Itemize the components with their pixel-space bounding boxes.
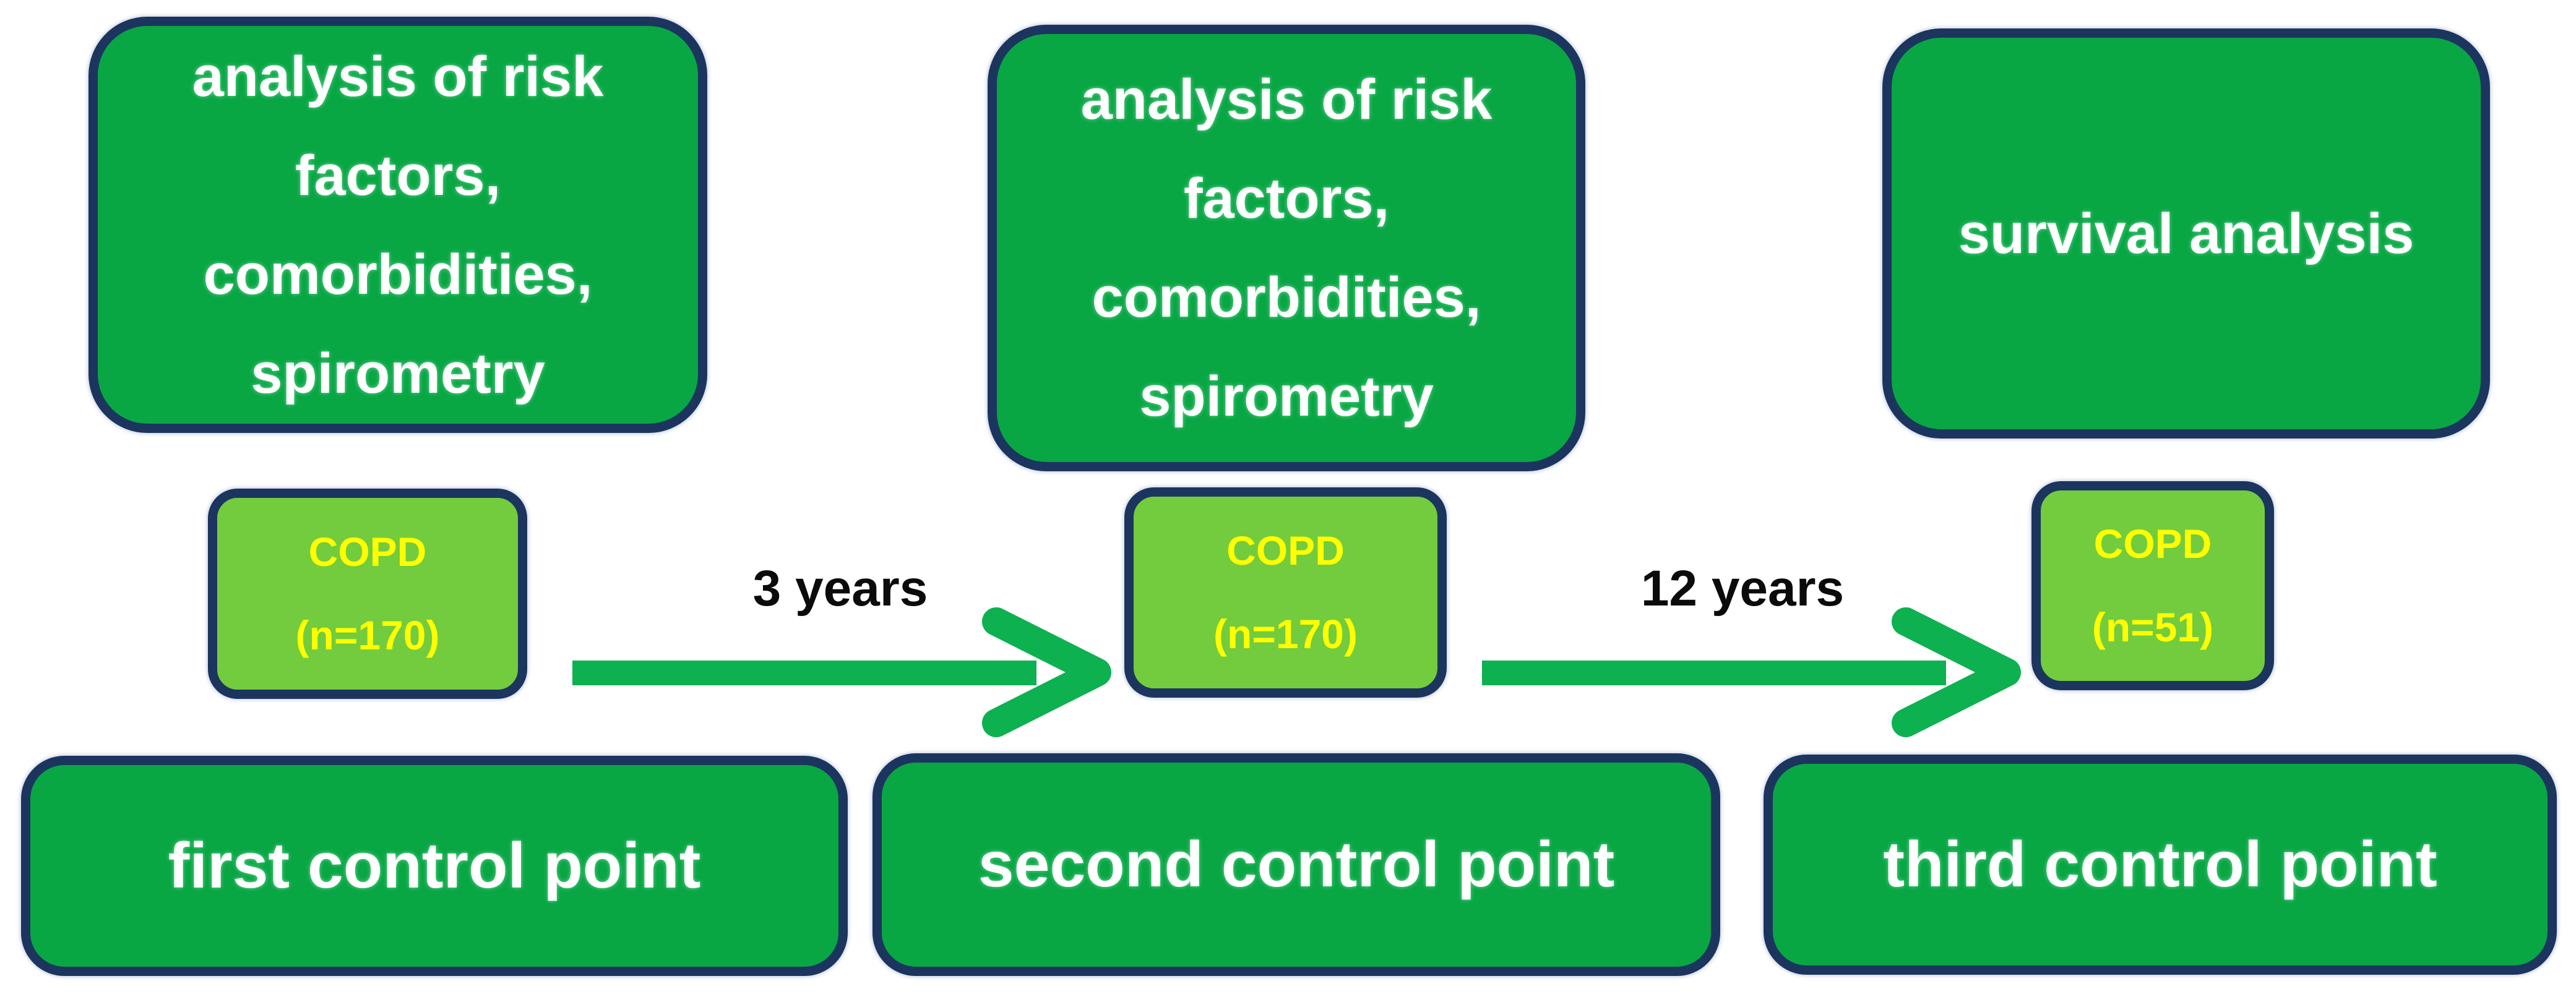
control-point-label: second control point xyxy=(978,829,1615,901)
cohort-name: COPD xyxy=(1226,528,1345,573)
analysis-text-line: spirometry xyxy=(1139,365,1434,428)
interval-label-3-years: 3 years xyxy=(752,560,928,617)
control-point-box-third: third control point xyxy=(1764,755,2557,975)
timeline-arrow-second xyxy=(1482,607,2021,737)
analysis-text-line: comorbidities, xyxy=(203,242,593,306)
analysis-text-line: comorbidities, xyxy=(1092,266,1481,329)
cohort-count: (n=170) xyxy=(295,612,440,658)
timeline-arrow-first xyxy=(572,607,1111,737)
analysis-text-line: analysis of risk xyxy=(1080,68,1493,131)
arrow-shaft xyxy=(572,661,1036,685)
arrow-shaft xyxy=(1482,661,1946,685)
cohort-count: (n=51) xyxy=(2091,604,2214,650)
cohort-box-third: COPD (n=51) xyxy=(2031,481,2274,690)
cohort-name: COPD xyxy=(2093,521,2212,567)
arrow-head-icon xyxy=(982,607,1111,737)
interval-label-12-years: 12 years xyxy=(1640,560,1845,617)
cohort-name: COPD xyxy=(308,529,427,575)
survival-analysis-box: survival analysis xyxy=(1882,28,2490,439)
control-point-box-second: second control point xyxy=(872,753,1720,976)
analysis-box-first: analysis of risk factors, comorbidities,… xyxy=(88,17,707,433)
analysis-text-line: survival analysis xyxy=(1958,202,2414,265)
cohort-count: (n=170) xyxy=(1213,611,1358,657)
control-point-label: third control point xyxy=(1883,829,2437,901)
control-point-box-first: first control point xyxy=(21,756,848,976)
analysis-text-line: analysis of risk xyxy=(192,45,604,108)
arrow-head-icon xyxy=(1892,607,2021,737)
cohort-box-second: COPD (n=170) xyxy=(1124,487,1447,698)
analysis-text-line: spirometry xyxy=(251,341,545,405)
control-point-label: first control point xyxy=(168,830,701,902)
analysis-text-line: factors, xyxy=(1183,167,1390,230)
analysis-text-line: factors, xyxy=(295,143,501,207)
cohort-box-first: COPD (n=170) xyxy=(208,489,527,699)
analysis-box-second: analysis of risk factors, comorbidities,… xyxy=(988,25,1585,471)
